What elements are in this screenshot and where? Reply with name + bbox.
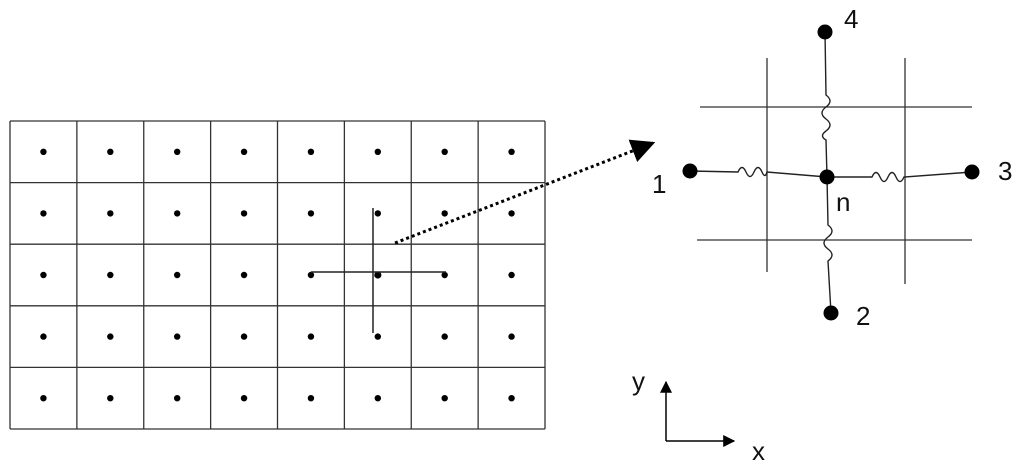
grid-node-dot [441, 333, 448, 340]
grid-node-dot [441, 148, 448, 155]
grid-node-dot [374, 210, 382, 217]
grid-node-dot [107, 333, 114, 340]
grid-node-dot [173, 333, 181, 340]
grid-node-dot [508, 395, 515, 402]
grid-node-dot [374, 148, 382, 155]
grid-node-dot [508, 333, 515, 340]
grid-node-dot [508, 148, 515, 155]
node-n-label: n [836, 187, 850, 217]
spring-left [689, 166, 828, 178]
grid-node-dot [441, 271, 448, 279]
grid-node-dot [240, 210, 248, 217]
grid-node-dot [107, 210, 114, 217]
grid-node-dot [441, 395, 448, 402]
node-4-dot [817, 24, 833, 40]
node-2-label: 2 [856, 301, 870, 331]
coordinate-axes: y x [632, 366, 765, 464]
node-n-dot [819, 169, 835, 185]
y-axis-label: y [632, 366, 645, 396]
grid-node-dot [40, 210, 47, 217]
spring-bottom [823, 176, 833, 314]
detail-view: 1 3 4 2 n [652, 4, 1012, 331]
grid-node-dot [107, 148, 114, 155]
grid-stencil [311, 208, 446, 333]
node-1-dot [682, 163, 698, 179]
grid-node-dot [240, 395, 248, 402]
grid-node-dot [40, 148, 47, 155]
grid-node-dot [40, 271, 47, 279]
grid-node-dot [307, 210, 315, 217]
grid-node-dot [307, 148, 315, 155]
grid-node-dot [173, 148, 181, 155]
grid-node-dot [240, 148, 248, 155]
grid-node-dot [441, 210, 448, 217]
spring-top [821, 31, 831, 178]
grid-node-dot [173, 210, 181, 217]
grid-node-dot [107, 271, 114, 279]
grid-node-dot [173, 271, 181, 279]
spring-right [827, 171, 973, 183]
zoom-arrow [394, 139, 656, 245]
node-3-dot [964, 164, 980, 180]
node-3-label: 3 [998, 156, 1012, 186]
node-1-label: 1 [652, 169, 666, 199]
node-2-dot [823, 305, 839, 321]
grid-node-dot [374, 395, 382, 402]
grid-node-dot [240, 271, 248, 279]
grid-node-dot [173, 395, 181, 402]
grid-node-dot [508, 210, 515, 217]
grid-node-dot [240, 333, 248, 340]
grid-center-node-dot [374, 271, 382, 279]
grid-node-dot [307, 271, 315, 279]
control-volume-grid [9, 120, 546, 430]
node-4-label: 4 [844, 4, 858, 34]
x-axis-label: x [752, 436, 765, 464]
grid-node-dot [107, 395, 114, 402]
grid-node-dot [40, 333, 47, 340]
detail-cell-lines [697, 58, 972, 284]
grid-node-dot [40, 395, 47, 402]
grid-node-dot [508, 271, 515, 279]
grid-node-dot [307, 395, 315, 402]
grid-node-dot [374, 333, 382, 340]
grid-node-dot [307, 333, 315, 340]
detail-springs [689, 31, 973, 314]
